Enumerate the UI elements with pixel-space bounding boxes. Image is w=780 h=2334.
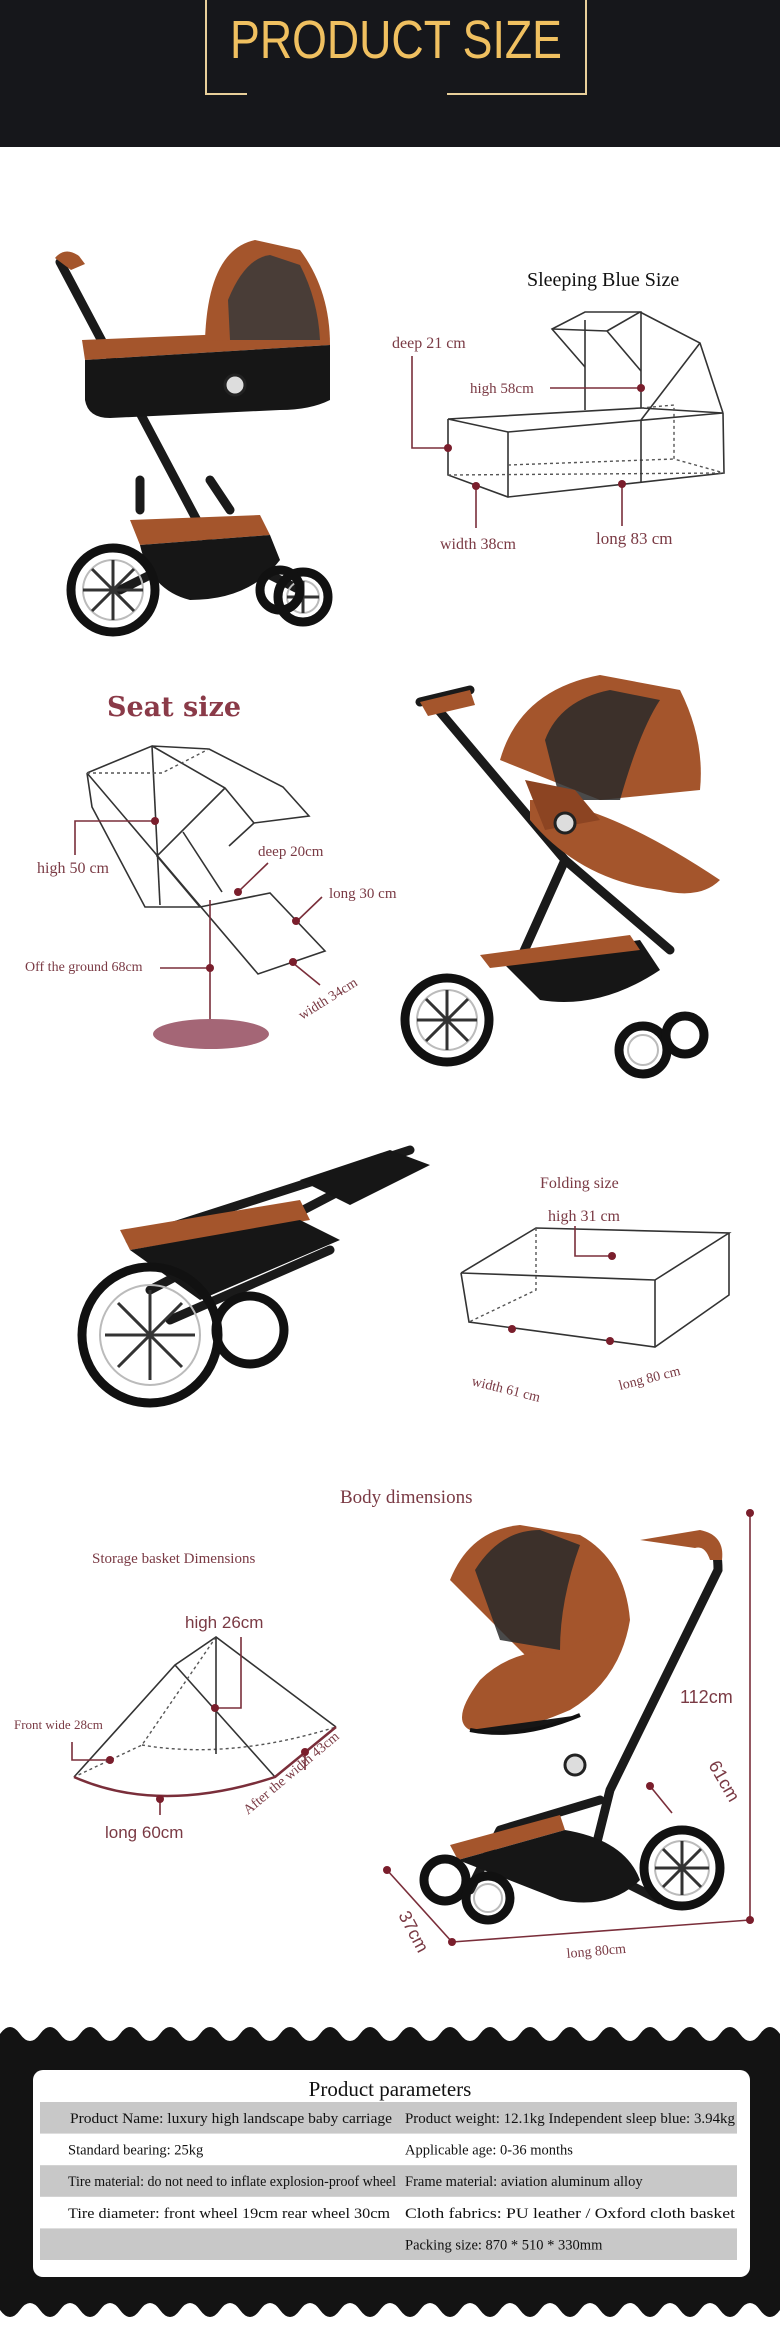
front-wheel	[661, 1011, 709, 1059]
sleeping-high-label: high 58cm	[470, 381, 534, 397]
param-right: Frame material: aviation aluminum alloy	[405, 2174, 643, 2190]
body-stroller-image	[419, 1525, 725, 1925]
body-height-label: 112cm	[680, 1687, 733, 1707]
front-wheel	[211, 1291, 289, 1369]
param-left: Tire material: do not need to inflate ex…	[68, 2174, 396, 2190]
front-wheel	[255, 565, 305, 615]
body-title: Body dimensions	[340, 1487, 472, 1508]
header: PRODUCT SIZE	[0, 0, 780, 147]
front-wheel	[461, 1871, 515, 1925]
seat-diagram: Seat size high 50 cm deep 20cm long 30 c…	[25, 692, 397, 1049]
seat-ground-label: Off the ground 68cm	[25, 960, 143, 975]
body-long-label: long 80cm	[566, 1942, 627, 1962]
param-row: Tire diameter: front wheel 19cm rear whe…	[68, 2206, 735, 2222]
rear-wheel	[639, 1825, 725, 1911]
seat-title: Seat size	[107, 692, 241, 723]
param-left: Tire diameter: front wheel 19cm rear whe…	[68, 2206, 391, 2222]
folding-diagram: Folding size high 31 cm width 61 cm long…	[460, 1175, 732, 1406]
body-depth-label: 61cm	[705, 1757, 744, 1805]
sleeping-title: Sleeping Blue Size	[527, 269, 679, 291]
sleeping-basket-diagram: Sleeping Blue Size deep 21 cm high 58cm …	[392, 269, 725, 553]
folding-long-label: long 80 cm	[617, 1364, 682, 1394]
seat-long-label: long 30 cm	[329, 886, 397, 902]
param-row: Standard bearing: 25kg Applicable age: 0-…	[68, 2143, 573, 2159]
front-wheel	[419, 1854, 471, 1906]
basket-after-label: After the width 43cm	[241, 1729, 343, 1818]
basket-diagram: Storage basket Dimensions high 26cm Fron…	[14, 1551, 343, 1842]
basket-front-label: Front wide 28cm	[14, 1717, 103, 1732]
sleeping-deep-label: deep 21 cm	[392, 335, 466, 352]
sleeping-width-label: width 38cm	[440, 536, 517, 553]
rear-wheel	[400, 973, 494, 1067]
basket-high-label: high 26cm	[185, 1613, 263, 1632]
front-wheel	[614, 1021, 672, 1079]
rear-wheel	[66, 543, 160, 637]
folding-width-label: width 61 cm	[470, 1374, 542, 1406]
row-background	[40, 2228, 737, 2260]
seat-deep-label: deep 20cm	[258, 844, 324, 860]
param-row: Tire material: do not need to inflate ex…	[40, 2165, 737, 2197]
product-parameters-panel: Product parameters Product Name: luxury …	[0, 2027, 780, 2317]
param-right: Cloth fabrics: PU leather / Oxford cloth…	[405, 2206, 735, 2222]
param-row: Packing size: 870 * 510 * 330mm	[40, 2228, 737, 2260]
params-title: Product parameters	[309, 2077, 472, 2101]
bassinet-stroller-image	[55, 240, 333, 637]
param-right: Packing size: 870 * 510 * 330mm	[405, 2237, 603, 2253]
param-right: Applicable age: 0-36 months	[405, 2143, 573, 2159]
param-left: Product Name: luxury high landscape baby…	[70, 2111, 392, 2127]
param-row: Product Name: luxury high landscape baby…	[40, 2102, 737, 2134]
header-frame	[205, 0, 247, 95]
row-background	[40, 2165, 737, 2197]
page-title: PRODUCT SIZE	[230, 10, 562, 70]
row-background	[40, 2102, 737, 2134]
folded-stroller-image	[77, 1145, 430, 1408]
param-right: Product weight: 12.1kg Independent sleep…	[405, 2111, 735, 2127]
folding-high-label: high 31 cm	[548, 1208, 621, 1225]
seat-high-label: high 50 cm	[37, 860, 110, 877]
header-frame	[447, 0, 587, 95]
basket-title: Storage basket Dimensions	[92, 1551, 255, 1567]
folding-title: Folding size	[540, 1175, 619, 1192]
sleeping-long-label: long 83 cm	[596, 529, 673, 548]
ground-shadow	[153, 1019, 269, 1049]
seat-width-label: width 34cm	[296, 975, 360, 1023]
seat-stroller-image	[400, 675, 720, 1079]
basket-long-label: long 60cm	[105, 1823, 183, 1842]
param-left: Standard bearing: 25kg	[68, 2143, 203, 2159]
